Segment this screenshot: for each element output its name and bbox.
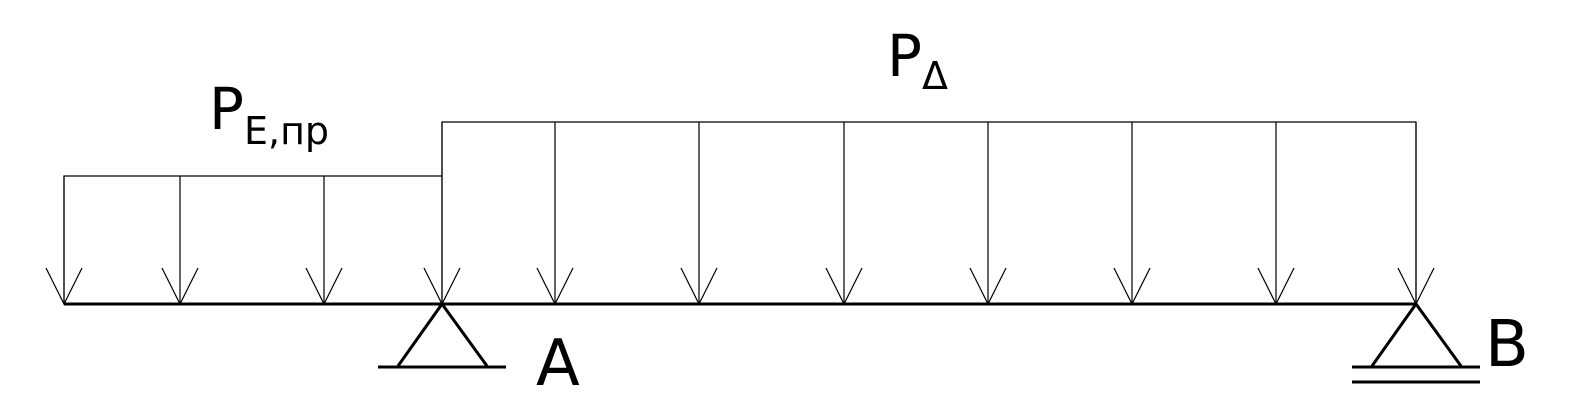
- load-label-right-sub: Δ: [922, 54, 948, 98]
- load-arrow-right: [969, 122, 1007, 306]
- load-arrow-right: [423, 122, 461, 306]
- load-arrows: [45, 122, 1435, 306]
- load-block-right: [441, 121, 1417, 304]
- load-arrow-right: [680, 122, 718, 306]
- load-label-left-main: P: [209, 75, 244, 143]
- support-a-label: A: [536, 327, 580, 401]
- load-arrow-left: [305, 176, 343, 306]
- load-arrow-right: [1257, 122, 1295, 306]
- load-arrow-left: [161, 176, 199, 306]
- load-label-left: PE,пр: [209, 75, 329, 153]
- support-a: [378, 301, 506, 369]
- load-arrow-right: [1113, 122, 1151, 306]
- support-b: [1352, 301, 1480, 384]
- load-label-right: PΔ: [887, 22, 948, 98]
- load-block-left: [63, 175, 443, 304]
- load-label-right-main: P: [887, 22, 922, 90]
- load-arrow-right: [536, 122, 574, 306]
- load-arrow-left: [45, 176, 83, 306]
- load-arrow-right: [825, 122, 863, 306]
- load-label-left-sub: E,пр: [244, 109, 329, 153]
- load-arrow-right: [1397, 122, 1435, 306]
- support-b-label: B: [1485, 308, 1529, 382]
